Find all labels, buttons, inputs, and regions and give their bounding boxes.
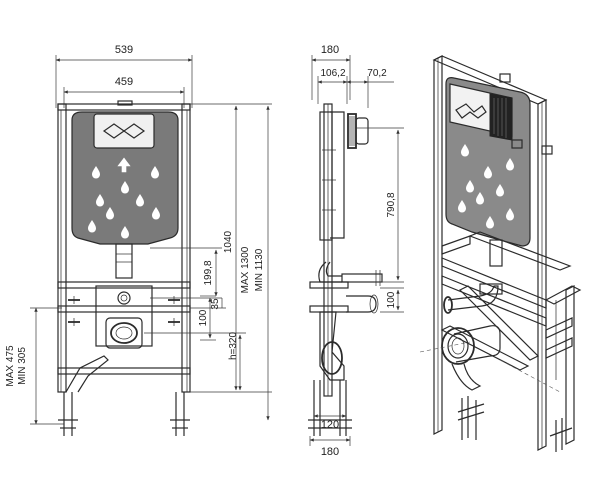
flush-logo-icon bbox=[102, 123, 146, 139]
dim-120: 120 bbox=[321, 419, 339, 431]
side-view: 180 106,2 70,2 bbox=[308, 44, 404, 458]
dim-199-8: 199,8 bbox=[203, 260, 214, 285]
dim-h-320: h=320 bbox=[228, 332, 239, 361]
dim-100-side: 100 bbox=[386, 291, 397, 308]
arrow-up-icon bbox=[117, 157, 131, 173]
dim-min-1130: MIN 1130 bbox=[254, 248, 265, 291]
dim-max-1300: MAX 1300 bbox=[240, 246, 251, 293]
isometric-view bbox=[419, 55, 582, 452]
mounting-bolts bbox=[68, 296, 180, 326]
dim-35: 35 bbox=[210, 298, 221, 310]
dim-total-width: 539 bbox=[115, 44, 133, 56]
frame-feet-iso bbox=[457, 396, 573, 452]
dim-70-2: 70,2 bbox=[367, 68, 387, 79]
dim-100-front: 100 bbox=[198, 309, 209, 326]
dim-frame-width: 459 bbox=[115, 76, 133, 88]
dim-790-8: 790,8 bbox=[386, 192, 397, 217]
front-view: 539 459 bbox=[5, 44, 272, 436]
dim-min-305: MIN 305 bbox=[17, 347, 28, 385]
dim-106-2: 106,2 bbox=[320, 68, 345, 79]
dim-depth-top: 180 bbox=[321, 44, 339, 56]
dim-depth-bottom: 180 bbox=[321, 446, 339, 458]
dim-height-1040: 1040 bbox=[223, 230, 234, 253]
dim-max-475: MAX 475 bbox=[5, 345, 16, 387]
frame-feet bbox=[58, 392, 190, 436]
